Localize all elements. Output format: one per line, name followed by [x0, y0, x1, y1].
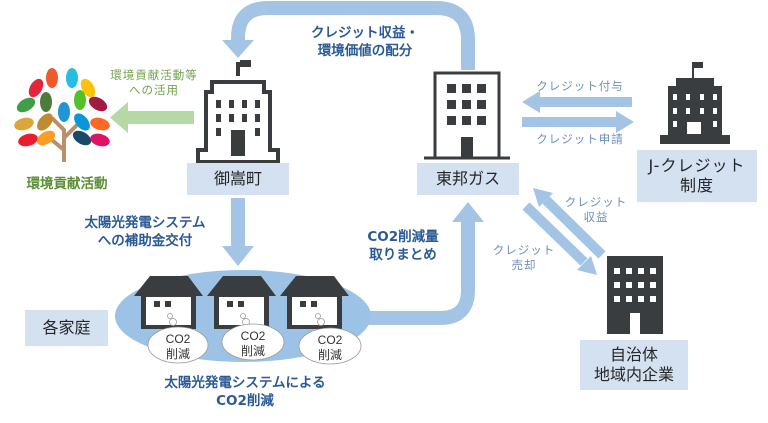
tree-icon: [14, 68, 110, 162]
credit-apply-arrow-shaft: [522, 117, 616, 127]
house-3: [280, 276, 349, 329]
cloud-3-text: CO2 削減: [317, 333, 343, 362]
jcredit-label: J-クレジット 制度: [637, 150, 757, 202]
top-loop-arrowhead: [222, 40, 254, 58]
top-loop-arrow: [231, 1, 475, 70]
government-building-icon: [660, 62, 730, 144]
cloud-2-text: CO2 削減: [240, 329, 266, 358]
office-building-icon-tohogas: [424, 71, 510, 160]
co2-collect-label: CO2削減量 取りまとめ: [367, 229, 439, 264]
caption: 太陽光発電システムによる CO2削減: [164, 375, 326, 410]
cloud-3: [298, 313, 362, 365]
tohogas-label: 東邦ガス: [417, 163, 519, 195]
cloud-1-text: CO2 削減: [165, 332, 191, 361]
credit-grant-arrowhead: [522, 91, 540, 113]
office-building-icon-local: [607, 256, 663, 334]
credit-grant-arrow-shaft: [540, 97, 632, 107]
town-hall-windows: [216, 100, 260, 156]
credit-sale-label: クレジット 売却: [492, 243, 556, 272]
eco-activity-label: 環境貢献活動: [26, 176, 108, 192]
eco-use-arrow-shaft: [128, 111, 194, 124]
house-1: [134, 276, 203, 329]
co2-collect-arrow: [355, 220, 475, 325]
house-2: [207, 276, 276, 329]
subsidy-arrowhead: [222, 246, 254, 266]
credit-sale-arrowhead: [577, 256, 597, 275]
eco-use-label: 環境貢献活動等 への活用: [110, 68, 198, 97]
subsidy-label: 太陽光発電システム への補助金交付: [84, 215, 206, 250]
local-label: 自治体 地域内企業: [580, 340, 688, 390]
credit-apply-label: クレジット申請: [536, 132, 624, 146]
cloud-2: [221, 313, 285, 361]
credit-sale-arrow-shaft: [522, 202, 588, 266]
credit-revenue-arrowhead: [533, 188, 553, 207]
town-label: 御嵩町: [187, 163, 289, 195]
subsidy-arrow-shaft: [231, 198, 245, 248]
credit-revenue-label: クレジット 収益: [564, 195, 628, 224]
eco-use-arrowhead: [110, 102, 128, 133]
cloud-1: [147, 313, 209, 364]
credit-apply-arrowhead: [616, 111, 634, 133]
credit-grant-label: クレジット付与: [536, 79, 624, 93]
households-label: 各家庭: [25, 310, 108, 346]
credit-revenue-arrow-shaft: [542, 196, 606, 259]
top-loop-label: クレジット収益・ 環境価値の配分: [311, 25, 419, 60]
co2-collect-arrowhead: [452, 202, 484, 222]
